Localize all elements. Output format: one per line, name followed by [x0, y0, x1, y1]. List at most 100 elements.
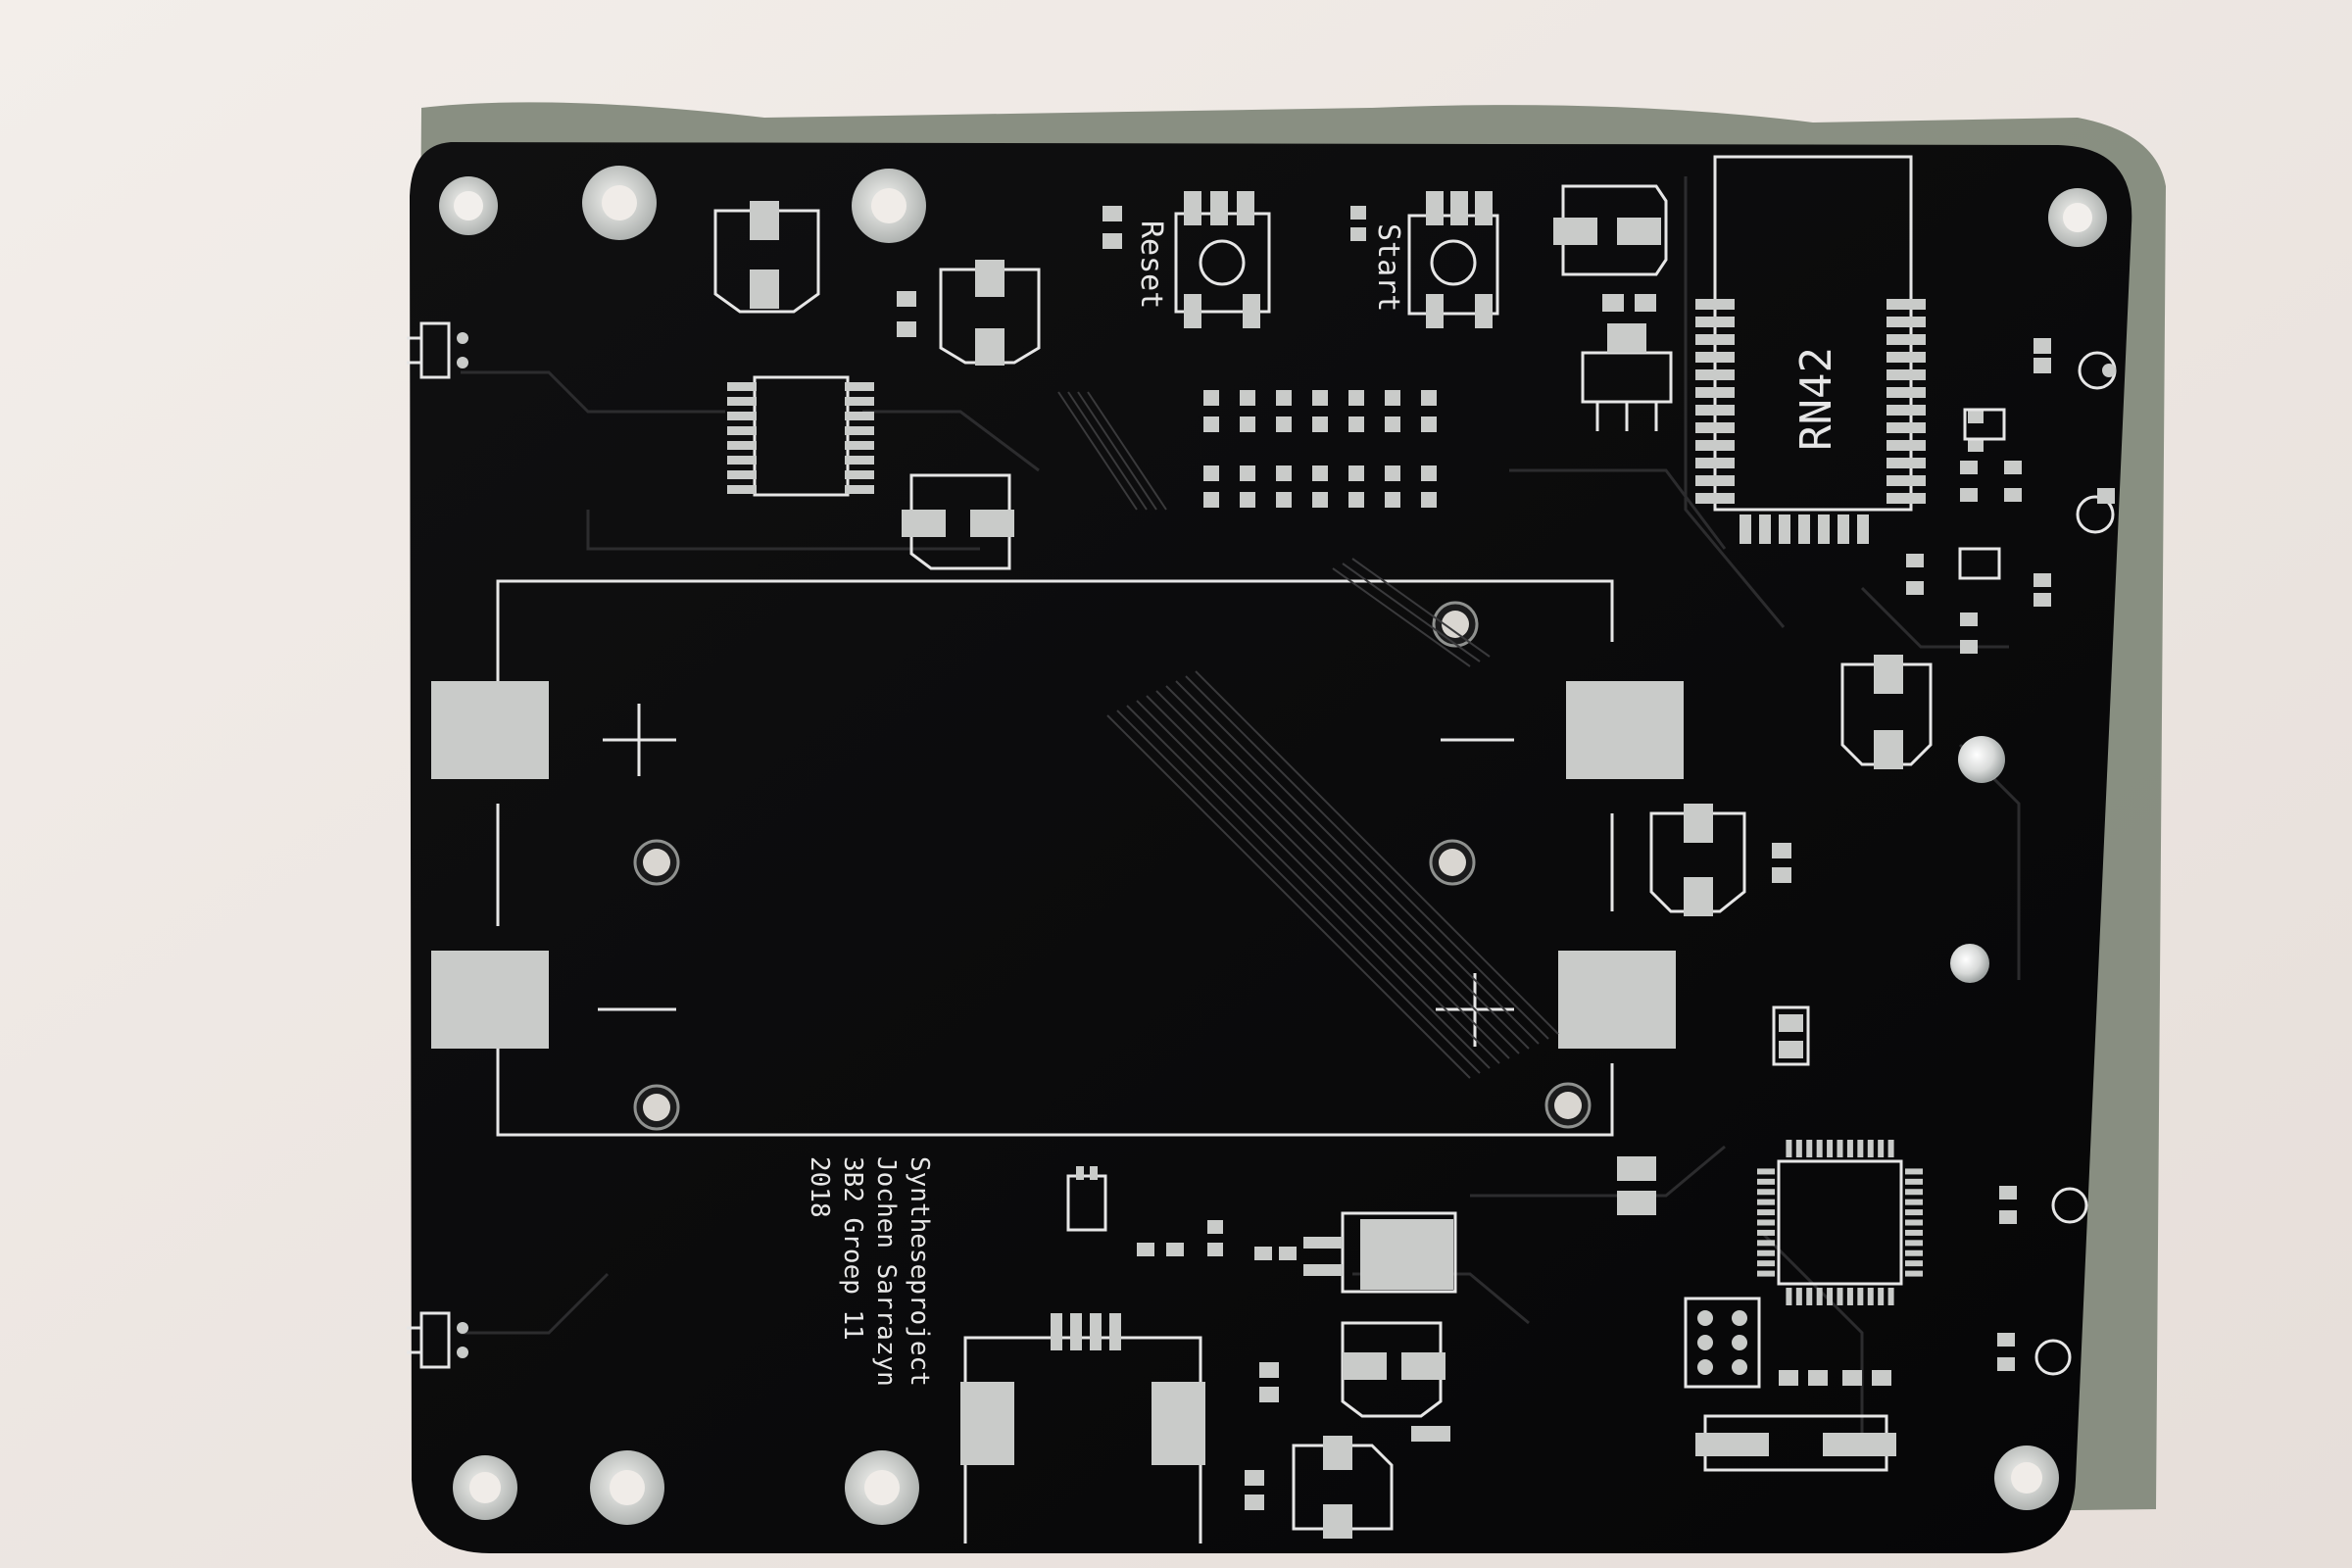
credits-line-1: Syntheseproject	[905, 1156, 934, 1387]
connector-j4	[407, 1311, 468, 1369]
qfp-pin	[1905, 1199, 1923, 1205]
qfp-pin	[1757, 1250, 1775, 1256]
reset-switch	[1174, 191, 1271, 328]
crystal-q7	[1963, 408, 2006, 441]
battery-holder-outline	[496, 579, 1614, 1137]
bottom-right-parts	[1617, 1156, 1891, 1386]
qfp-pin	[1905, 1178, 1923, 1185]
qfp-pin	[1887, 1288, 1894, 1305]
qfp-pin	[1757, 1240, 1775, 1247]
battery-pad	[431, 681, 549, 779]
qfp-pin	[1905, 1240, 1923, 1247]
qfp-pin	[1837, 1288, 1843, 1305]
capacitor-c11	[1341, 1321, 1446, 1418]
credits-line-2: Jochen Sarrazyn	[871, 1156, 901, 1387]
qfp-pin	[1846, 1288, 1853, 1305]
regulator-u18	[1581, 323, 1673, 431]
qfp-pin	[1857, 1288, 1864, 1305]
mounting-hole	[1950, 944, 1989, 983]
qfp-pin	[1867, 1140, 1874, 1157]
usb-connector	[960, 1313, 1205, 1544]
qfp-pin	[1878, 1140, 1885, 1157]
qfp-pin	[1757, 1270, 1775, 1277]
qfp-pin	[1757, 1189, 1775, 1196]
crystal-q8	[1958, 547, 2001, 580]
qfp-pin	[1795, 1288, 1802, 1305]
smd-pad	[897, 321, 916, 337]
resistor-pads-top	[1350, 206, 1366, 241]
capacitor-c10	[939, 260, 1041, 366]
smd-pad	[1102, 233, 1122, 249]
capacitor-c8	[1649, 804, 1746, 916]
qfp-pin	[1757, 1260, 1775, 1267]
mounting-hole	[864, 1470, 900, 1505]
start-label: Start	[1371, 223, 1405, 312]
mounting-hole	[610, 1470, 645, 1505]
mounting-hole	[643, 849, 670, 876]
mounting-hole	[1442, 611, 1469, 638]
credits-block: Syntheseproject Jochen Sarrazyn 3B2 Groe…	[805, 1156, 934, 1387]
regulator-u10	[1303, 1211, 1457, 1294]
qfp-pin	[1757, 1209, 1775, 1216]
rn42-module	[1695, 155, 1926, 544]
battery-pad	[431, 951, 549, 1049]
qfp-pin	[1905, 1229, 1923, 1236]
qfp-pin	[1806, 1140, 1813, 1157]
qfp-pin	[1757, 1178, 1775, 1185]
led-array	[1203, 466, 1437, 508]
mounting-hole	[602, 185, 637, 220]
mounting-hole	[1958, 736, 2005, 783]
rn42-label: RN42	[1791, 347, 1841, 451]
credits-line-4: 2018	[805, 1156, 834, 1218]
qfp-pin	[1786, 1288, 1792, 1305]
qfp-pin	[1905, 1189, 1923, 1196]
qfp-pin	[1806, 1288, 1813, 1305]
qfp-pin	[1816, 1288, 1823, 1305]
led-d3	[1999, 1186, 2088, 1224]
qfp-pin	[1905, 1209, 1923, 1216]
credits-line-3: 3B2 Groep 11	[838, 1156, 867, 1341]
capacitor-c3	[1772, 1005, 1810, 1066]
battery-pads	[431, 681, 1684, 1049]
qfp-pin	[1816, 1140, 1823, 1157]
small-bottom-pads	[1137, 1220, 1450, 1510]
mounting-hole	[1439, 849, 1466, 876]
mounting-hole	[454, 191, 483, 220]
led-d4	[1997, 1333, 2072, 1376]
capacitor-c16	[1553, 184, 1668, 276]
mounting-hole	[643, 1094, 670, 1121]
icsp-header	[1684, 1297, 1761, 1389]
capacitor-c9	[902, 473, 1014, 570]
connector-j3	[407, 321, 468, 379]
battery-pad	[1558, 951, 1676, 1049]
capacitor-c12	[1292, 1436, 1394, 1539]
qfp-pin	[1846, 1140, 1853, 1157]
qfp-pin	[1757, 1219, 1775, 1226]
capacitor-c5	[713, 201, 820, 314]
battery-holes	[633, 601, 1592, 1131]
qfp-microcontroller	[1757, 1140, 1923, 1305]
qfp-pin	[1905, 1250, 1923, 1256]
qfp-pin	[1786, 1140, 1792, 1157]
capacitor-c15	[1602, 294, 1656, 312]
qfp-pin	[1905, 1260, 1923, 1267]
capacitor-c13	[1772, 843, 1791, 883]
qfp-pin	[1878, 1288, 1885, 1305]
qfp-pin	[1757, 1229, 1775, 1236]
qfp-pin	[1827, 1140, 1834, 1157]
smd-pad	[1102, 206, 1122, 221]
smd-pad	[897, 291, 916, 307]
right-side-parts	[1906, 338, 2051, 654]
mounting-hole	[2011, 1462, 2042, 1494]
mounting-hole	[871, 188, 906, 223]
resistor-array	[1203, 390, 1437, 432]
qfp-pin	[1867, 1288, 1874, 1305]
mosfet-u4	[1066, 1166, 1107, 1232]
diagonal-trace-bus	[1057, 391, 1559, 1079]
ic-u1	[727, 375, 874, 497]
led-d2	[2076, 488, 2115, 534]
mounting-hole	[469, 1472, 501, 1503]
qfp-pin	[1905, 1219, 1923, 1226]
qfp-pin	[1905, 1270, 1923, 1277]
